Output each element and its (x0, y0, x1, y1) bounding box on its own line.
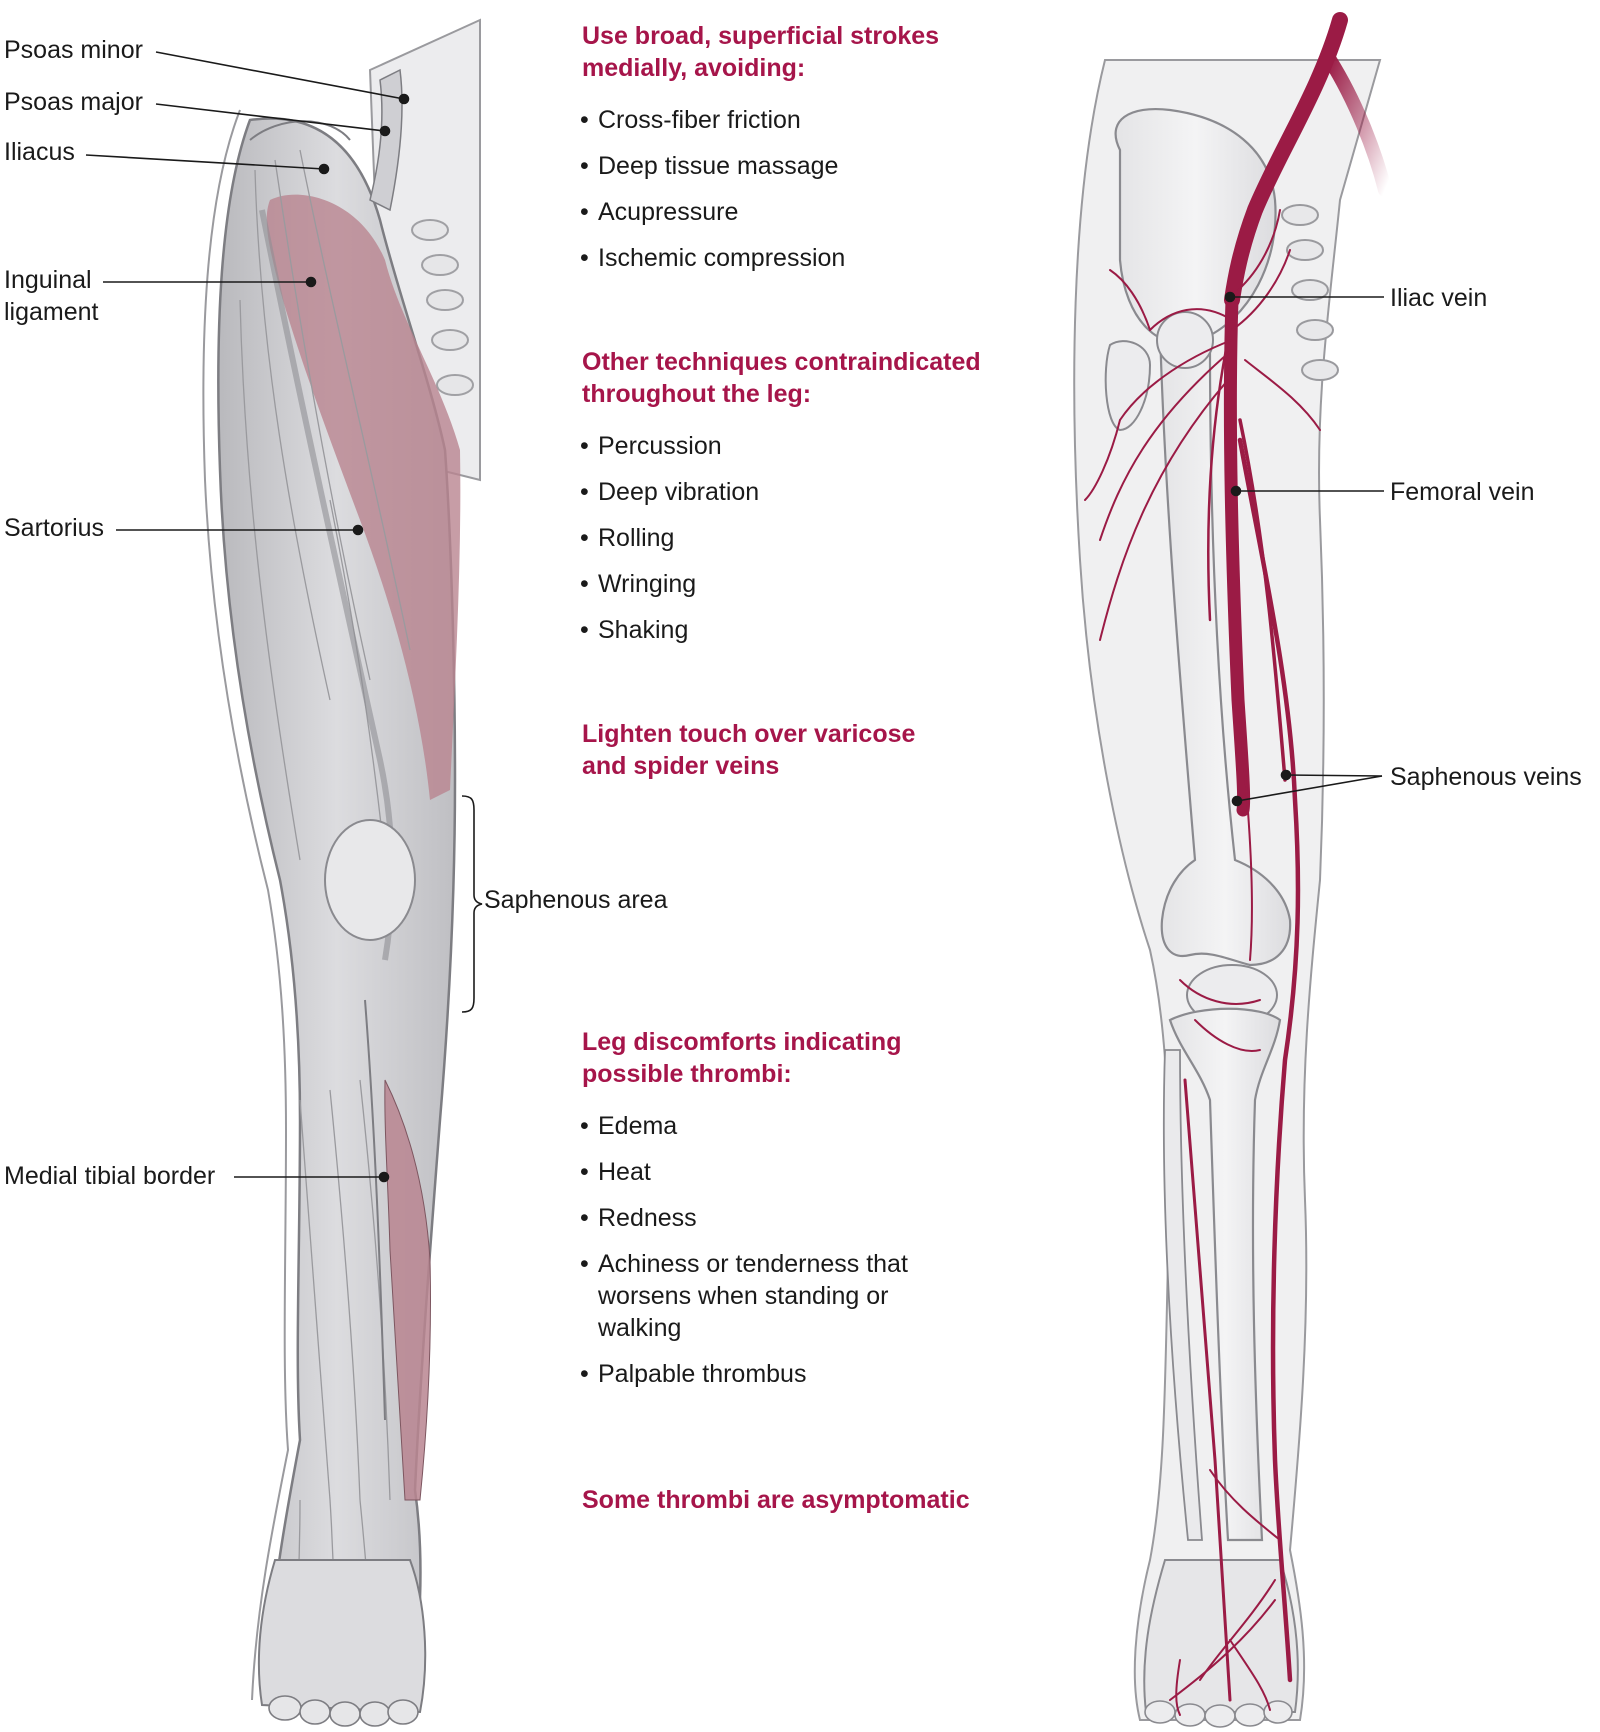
iliac-vein (1224, 12, 1348, 308)
medial-tibial-border-line (364, 999, 386, 1421)
heading-thrombi-discomforts: Leg discomforts indicating possible thro… (582, 1028, 902, 1088)
label-saphenous-veins: Saphenous veins (1390, 763, 1582, 791)
label-sartorius: Sartorius (4, 514, 105, 542)
heading-contraindicated-techniques: Other techniques contraindicated through… (582, 348, 981, 408)
right-toes (1144, 1700, 1293, 1728)
right-femur (1158, 325, 1292, 967)
medial-thigh-highlight (266, 194, 461, 801)
lumbar-vertebrae (411, 219, 474, 396)
right-foot (1143, 1559, 1299, 1713)
list-item: Rolling (578, 522, 978, 554)
list-item: Edema (578, 1110, 918, 1142)
list-item: Achiness or tenderness that worsens when… (578, 1248, 918, 1344)
label-medial-tibial-border: Medial tibial border (4, 1162, 216, 1190)
heading-broad-strokes: Use broad, superficial strokes medially,… (582, 22, 940, 82)
label-saphenous-area: Saphenous area (484, 886, 668, 914)
label-femoral-vein: Femoral vein (1390, 478, 1535, 506)
list-item: Wringing (578, 568, 978, 600)
right-lumbar-vertebrae (1281, 204, 1339, 381)
vein-branches (1084, 209, 1321, 1716)
label-psoas-minor: Psoas minor (4, 36, 143, 64)
medial-calf-highlight (384, 1079, 432, 1501)
right-femoral-head (1156, 311, 1214, 369)
femoral-vein (1223, 293, 1251, 817)
left-leg-muscle-illustration (202, 18, 481, 1727)
heading-varicose-veins: Lighten touch over varicose and spider v… (582, 720, 916, 780)
list-item: Ischemic compression (578, 242, 978, 274)
list-item: Shaking (578, 614, 978, 646)
left-foot (257, 1559, 427, 1714)
left-leader-lines (85, 51, 410, 1183)
list-item: Cross-fiber friction (578, 104, 978, 136)
left-toes (268, 1695, 419, 1727)
list-item: Deep tissue massage (578, 150, 978, 182)
saphenous-vein-lines (1183, 318, 1301, 1702)
list-item: Acupressure (578, 196, 978, 228)
left-patella (324, 819, 416, 941)
saphenous-area-bracket (461, 795, 483, 1013)
left-leg-skin-outline (202, 109, 290, 1701)
right-tibia (1168, 1007, 1282, 1542)
list-item: Heat (578, 1156, 918, 1188)
list-item: Percussion (578, 430, 978, 462)
list-item: Deep vibration (578, 476, 978, 508)
right-leader-lines (1224, 291, 1384, 807)
label-psoas-major: Psoas major (4, 88, 143, 116)
iliac-vein-branch (1323, 53, 1392, 197)
list-contraindicated-techniques: Percussion Deep vibration Rolling Wringi… (578, 430, 978, 660)
right-fibula (1162, 1049, 1203, 1541)
list-thrombi-signs: Edema Heat Redness Achiness or tendernes… (578, 1110, 918, 1404)
list-item: Palpable thrombus (578, 1358, 918, 1390)
heading-asymptomatic-thrombi: Some thrombi are asymptomatic (582, 1486, 970, 1514)
label-iliac-vein: Iliac vein (1390, 284, 1488, 312)
right-leg-vein-illustration (1073, 12, 1392, 1728)
list-avoid-techniques: Cross-fiber friction Deep tissue massage… (578, 104, 978, 288)
list-item: Redness (578, 1202, 918, 1234)
label-iliacus: Iliacus (4, 138, 75, 166)
right-trochanter (1104, 340, 1152, 432)
label-inguinal-ligament: Inguinal ligament (4, 266, 99, 326)
